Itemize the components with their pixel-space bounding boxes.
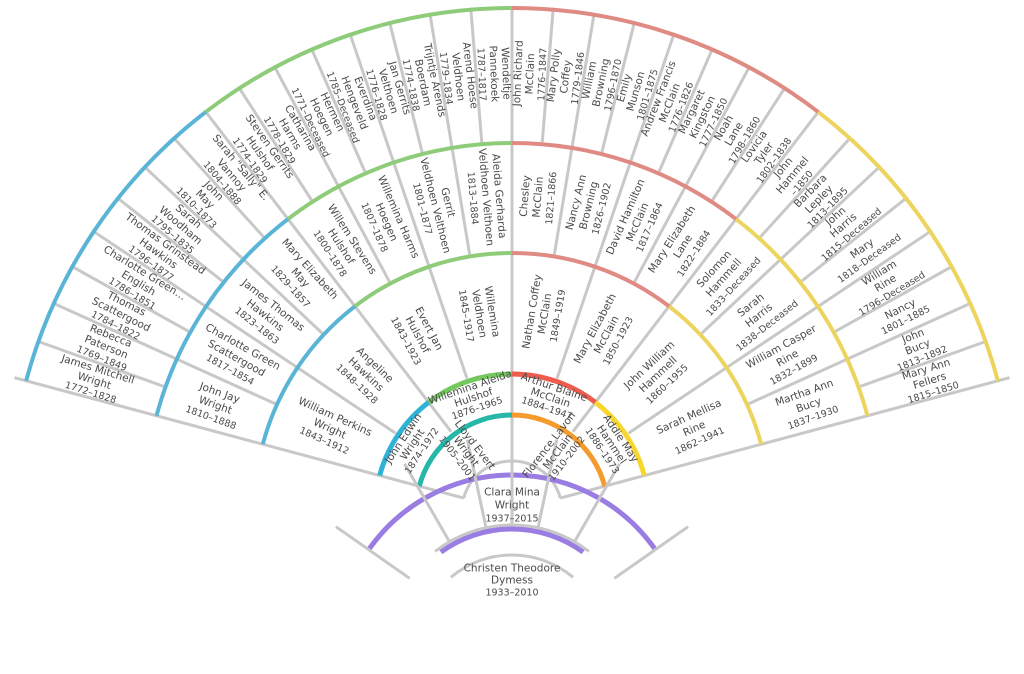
spouse-divider-line xyxy=(465,439,488,529)
spouse-divider-line xyxy=(403,463,451,543)
gen4-arc xyxy=(154,217,290,417)
gen3-arc xyxy=(353,251,513,308)
divider-line xyxy=(142,164,324,335)
divider-line xyxy=(115,195,224,283)
person-dates: 1787–1817 xyxy=(475,48,488,102)
divider-line xyxy=(36,339,165,388)
gen4-arc xyxy=(286,141,513,221)
divider-line xyxy=(800,195,909,283)
divider-line xyxy=(627,229,933,435)
person-name: McClain xyxy=(531,176,546,218)
fan-boundary-right xyxy=(559,376,1010,500)
person-dates: 1776–1847 xyxy=(536,48,549,102)
fan-boundary-left xyxy=(14,376,465,500)
divider-line xyxy=(555,32,676,379)
spouse-divider-line xyxy=(536,439,559,529)
divider-line xyxy=(428,12,472,255)
divider-line xyxy=(91,229,397,435)
person-dates: 1933–2010 xyxy=(485,588,538,599)
divider-line xyxy=(469,7,484,143)
divider-line xyxy=(700,164,882,335)
divider-line xyxy=(171,135,265,238)
mother-arc xyxy=(511,412,608,487)
person-name: Chesley xyxy=(518,175,533,217)
divider-line xyxy=(309,47,367,173)
divider-line xyxy=(600,20,637,153)
grandparent-arc-wright xyxy=(377,400,431,477)
person-name: Clara Mina xyxy=(484,487,540,499)
person-name: Christen Theodore xyxy=(464,563,561,575)
gen5-arc xyxy=(204,6,513,114)
person-name: Wendeltje xyxy=(499,47,513,100)
ring-arcs xyxy=(24,6,1000,499)
person-dates: 1937–2015 xyxy=(485,514,538,525)
spouse-divider-line xyxy=(573,463,621,543)
person-name: McClain xyxy=(524,53,538,95)
father-arc xyxy=(416,412,513,487)
person-name: Wright xyxy=(495,500,530,512)
divider-line xyxy=(348,32,469,379)
grandparent-arc-hulshof xyxy=(427,371,513,405)
person-dates: 1813–1884 xyxy=(465,171,480,225)
divider-line xyxy=(711,85,787,201)
person-name: Dymess xyxy=(491,575,533,587)
gen5-arc xyxy=(511,6,820,114)
divider-line xyxy=(552,12,596,255)
gen4-arc xyxy=(734,217,870,417)
gen5-arc xyxy=(24,110,208,382)
divider-line xyxy=(748,301,973,406)
divider-line xyxy=(657,47,715,173)
spouse-arc xyxy=(439,526,585,555)
divider-line xyxy=(571,109,821,433)
divider-line xyxy=(272,64,391,283)
divider-line xyxy=(69,264,190,333)
gen3-arc xyxy=(260,304,357,445)
person-dates: 1821–1866 xyxy=(544,171,559,225)
grandparent-arc-hammel xyxy=(593,400,647,477)
divider-line xyxy=(859,339,988,388)
spouse-divider-line xyxy=(335,525,411,580)
divider-line xyxy=(387,20,424,153)
divider-lines xyxy=(14,6,1010,500)
divider-line xyxy=(51,301,276,406)
person-name: Pannekoek xyxy=(486,45,500,103)
spouse-inner-arc xyxy=(449,553,575,579)
divider-line xyxy=(759,135,853,238)
divider-line xyxy=(237,85,313,201)
grandparent-arc-mcclain xyxy=(511,371,597,405)
person-name: Veldhoen xyxy=(449,52,467,102)
gen3-arc xyxy=(511,251,671,308)
divider-line xyxy=(203,109,453,433)
person-name: Coffey xyxy=(558,59,574,94)
divider-line xyxy=(834,264,955,333)
spouse-section xyxy=(335,435,689,580)
spouse-divider-line xyxy=(613,525,689,580)
gen5-arc xyxy=(816,110,1000,382)
divider-line xyxy=(540,7,555,143)
gen4-arc xyxy=(511,141,738,221)
divider-line xyxy=(633,64,752,283)
gen3-arc xyxy=(667,304,764,445)
person-name: John Richard xyxy=(511,40,526,107)
